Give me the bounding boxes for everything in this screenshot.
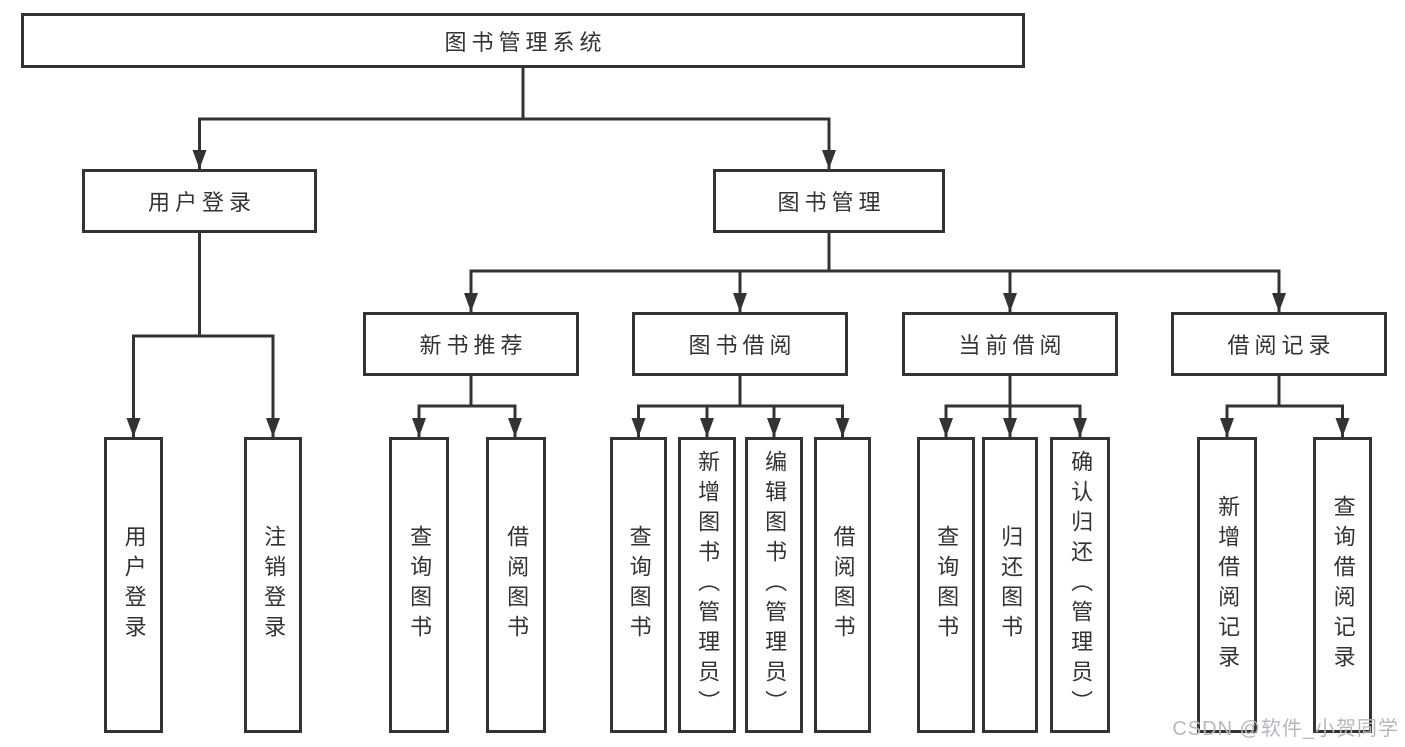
leaf-query-books-current: 查询图书: [917, 437, 975, 733]
node-book-management: 图书管理: [713, 169, 945, 233]
node-label: 借阅图书: [504, 525, 530, 645]
node-label: 图书管理系统: [444, 29, 607, 55]
node-label: 查询借阅记录: [1330, 495, 1356, 675]
leaf-user-login: 用户登录: [104, 437, 163, 733]
leaf-return-books: 归还图书: [982, 437, 1038, 733]
node-label: 新增图书（管理员）: [695, 450, 721, 720]
node-label: 新增借阅记录: [1215, 495, 1241, 675]
leaf-query-books-newbook: 查询图书: [389, 437, 449, 733]
node-label: 用户登录: [121, 525, 147, 645]
node-label: 新书推荐: [419, 333, 528, 358]
connector-new-book-split: [412, 374, 522, 439]
node-label: 查询图书: [934, 525, 960, 645]
leaf-edit-books-admin: 编辑图书（管理员）: [745, 437, 803, 733]
csdn-watermark: CSDN @软件_小贺同学: [1172, 718, 1399, 740]
leaf-logout: 注销登录: [244, 437, 302, 733]
node-label: 借阅记录: [1227, 333, 1336, 358]
connector-borrow-record-split: [1220, 374, 1350, 439]
leaf-query-books-borrowing: 查询图书: [610, 437, 667, 733]
connector-current-borrow-split: [939, 374, 1087, 439]
leaf-query-borrow-record: 查询借阅记录: [1313, 437, 1372, 733]
node-label: 查询图书: [626, 525, 652, 645]
node-borrowing-records: 借阅记录: [1171, 312, 1387, 376]
node-label: 编辑图书（管理员）: [762, 450, 788, 720]
connector-root-split: [192, 66, 836, 171]
leaf-confirm-return-admin: 确认归还（管理员）: [1050, 437, 1110, 733]
node-book-borrowing: 图书借阅: [632, 312, 848, 376]
node-label: 注销登录: [261, 525, 287, 645]
node-label: 用户登录: [147, 190, 256, 215]
leaf-add-books-admin: 新增图书（管理员）: [678, 437, 736, 733]
node-label: 查询图书: [407, 525, 433, 645]
connector-book-management-split: [464, 231, 1286, 314]
node-current-borrowing: 当前借阅: [902, 312, 1118, 376]
leaf-borrow-books-newbook: 借阅图书: [486, 437, 546, 733]
node-label: 图书借阅: [688, 333, 797, 358]
node-new-book-recommendation: 新书推荐: [363, 312, 579, 376]
connector-user-login-split: [126, 231, 280, 439]
connector-book-borrow-split: [631, 374, 850, 439]
node-label: 图书管理: [777, 190, 886, 215]
node-library-management-system: 图书管理系统: [21, 13, 1025, 68]
node-label: 借阅图书: [830, 525, 856, 645]
node-label: 确认归还（管理员）: [1068, 450, 1094, 720]
node-user-login: 用户登录: [82, 169, 317, 233]
node-label: 当前借阅: [958, 333, 1067, 358]
node-label: 归还图书: [998, 525, 1024, 645]
leaf-add-borrow-record: 新增借阅记录: [1197, 437, 1257, 733]
leaf-borrow-books-borrowing: 借阅图书: [814, 437, 871, 733]
